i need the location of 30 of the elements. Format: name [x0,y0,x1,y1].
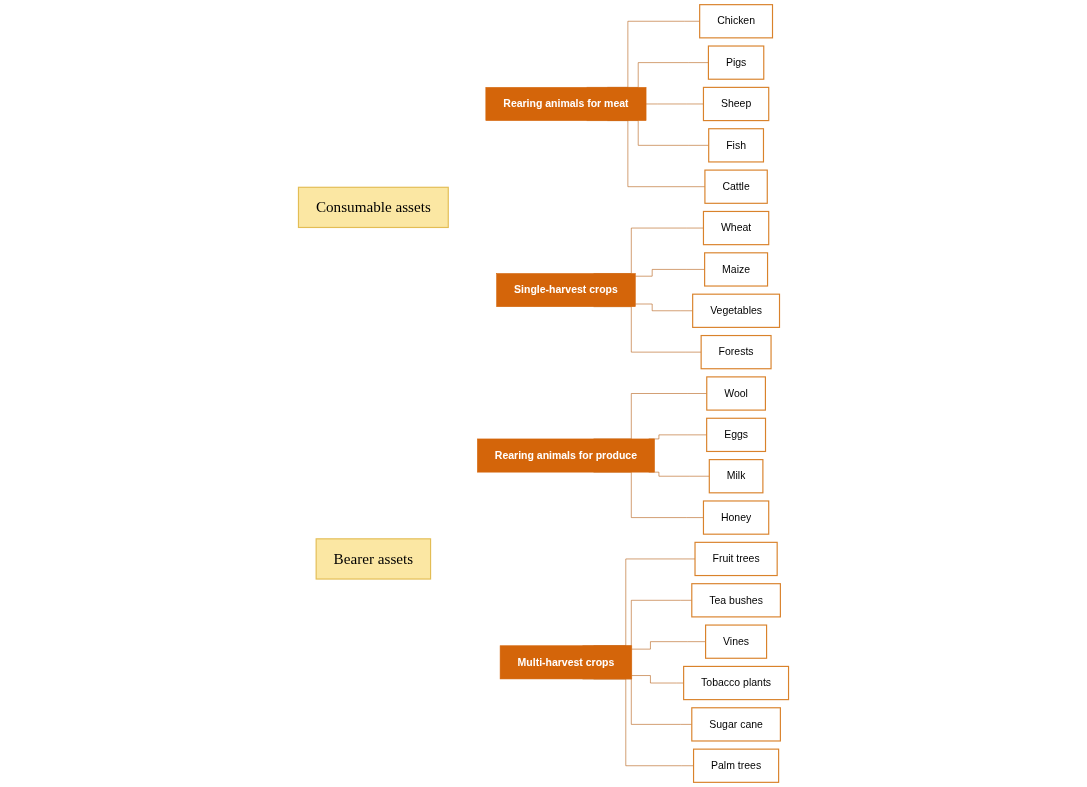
node-box: Palm trees [692,748,780,783]
node-box: Tea bushes [691,583,781,618]
node-box: Chicken [699,4,774,39]
node-box: Tobacco plants [683,665,790,701]
node-box: Sheep [702,86,770,122]
node-box: Cattle [704,169,768,204]
node-box: Milk [708,459,764,494]
node-box: Honey [702,500,770,535]
node-box: Single-harvest crops [496,273,636,307]
connector [635,303,693,312]
node-box: Fish [708,128,765,163]
node-box: Wheat [702,210,770,246]
node-box: Eggs [706,417,767,453]
node-box: Rearing animals for produce [477,438,655,473]
node-box: Pigs [707,45,765,80]
node-box: Consumable assets [297,186,449,229]
node-box: Sugar cane [691,707,781,742]
node-box: Rearing animals for meat [485,87,647,121]
connector [635,269,705,277]
node-box: Vegetables [692,293,781,328]
connector [645,103,704,105]
node-box: Fruit trees [694,541,778,577]
connector [631,641,706,650]
node-box: Maize [704,252,769,287]
node-box: Wool [706,376,766,411]
node-box: Vines [705,624,768,659]
node-box: Multi-harvest crops [499,645,633,680]
node-box: Forests [700,334,772,370]
connector [631,675,684,684]
node-box: Bearer assets [315,538,432,580]
